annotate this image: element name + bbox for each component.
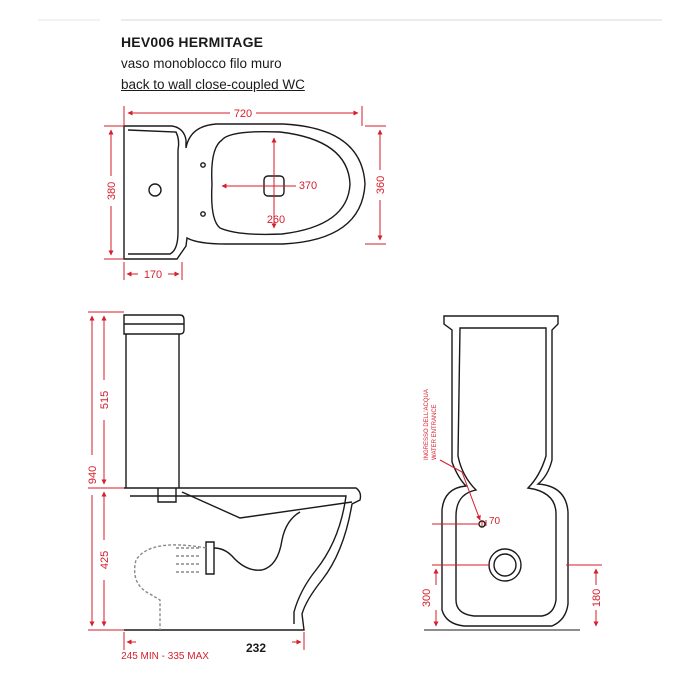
dim-top-width: 720 bbox=[234, 108, 252, 120]
dim-bowl-height: 425 bbox=[99, 551, 111, 569]
hinge-hole-top bbox=[200, 162, 206, 168]
top-view bbox=[123, 123, 366, 260]
dim-floor-offset: 180 bbox=[591, 589, 603, 607]
dim-total-height: 940 bbox=[87, 466, 99, 484]
tank-lid bbox=[123, 314, 185, 335]
description-english: back to wall close-coupled WC bbox=[121, 77, 305, 92]
dim-cistern-depth: 170 bbox=[144, 269, 162, 281]
bowl-rim bbox=[210, 130, 351, 236]
dim-water-offset: 70 bbox=[489, 516, 501, 527]
top-view-dimensions bbox=[104, 106, 386, 280]
dim-tank-height: 515 bbox=[99, 391, 111, 409]
rear-view-dimensions bbox=[432, 459, 602, 627]
label-water-entrance-en: WATER ENTRANCE bbox=[432, 404, 438, 460]
description-italian: vaso monoblocco filo muro bbox=[121, 56, 282, 71]
side-view-dimensions bbox=[88, 311, 305, 650]
bowl-inner-line bbox=[130, 495, 347, 624]
hinge-hole-bottom bbox=[200, 211, 206, 217]
trap-curve bbox=[213, 511, 301, 571]
dim-outlet-height: 300 bbox=[421, 589, 433, 607]
dim-top-depth-right: 360 bbox=[375, 176, 387, 194]
flush-button bbox=[148, 183, 162, 197]
bowl-outline bbox=[124, 487, 362, 631]
outlet-pipe bbox=[205, 541, 215, 575]
product-code: HEV006 HERMITAGE bbox=[121, 34, 264, 50]
page-number: 232 bbox=[246, 641, 267, 655]
waste-pipe bbox=[133, 544, 207, 630]
cistern-inner bbox=[127, 129, 180, 255]
rear-view bbox=[424, 315, 580, 631]
label-water-entrance-it: INGRESSO DELL'ACQUA bbox=[424, 389, 430, 460]
outlet-circle-inner bbox=[493, 553, 517, 577]
dim-bowl-inner: 260 bbox=[267, 214, 285, 226]
dim-top-depth-left: 380 bbox=[106, 182, 118, 200]
rear-outline bbox=[441, 315, 569, 627]
side-view bbox=[123, 314, 362, 631]
dim-bowl-width: 370 bbox=[299, 180, 317, 192]
dim-outlet-range: 245 MIN - 335 MAX bbox=[121, 651, 209, 662]
tank-body bbox=[125, 334, 180, 488]
rear-inner-outline bbox=[455, 327, 557, 617]
top-view-outline bbox=[123, 123, 366, 260]
seat-flush-channel bbox=[157, 488, 353, 519]
